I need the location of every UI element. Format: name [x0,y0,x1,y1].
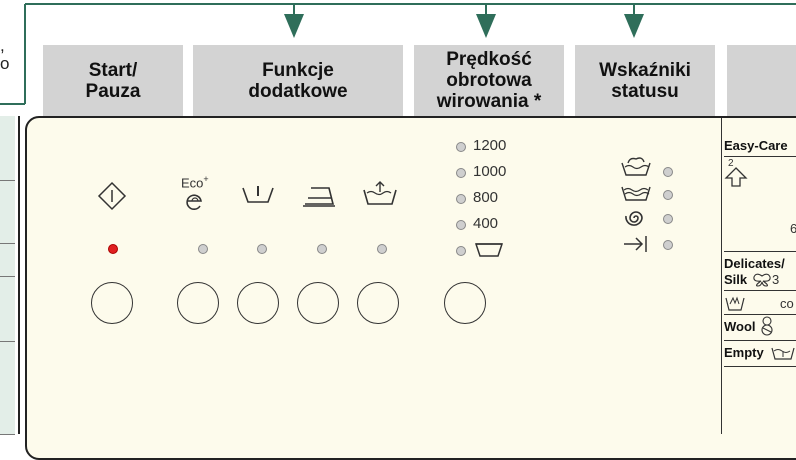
hanger-icon [724,167,748,187]
side-table [0,116,20,435]
divider [724,290,796,291]
eco-icon: Eco+ [181,174,209,190]
program-wool: Wool [724,319,756,334]
header-start-pause: Start/ Pauza [43,45,183,116]
easy-iron-button[interactable] [297,282,339,324]
speed-1200: 1200 [473,137,507,154]
side-cell [0,181,15,244]
program-co: co [780,296,794,311]
header-programs [727,45,796,116]
extra-rinse-icon [363,181,397,205]
eco-label: Eco [181,175,204,191]
header-status: Wskaźniki statusu [575,45,715,116]
divider [724,156,796,157]
handwash-icon [725,296,745,311]
speed-led-1200 [456,142,466,152]
divider [724,340,796,341]
speed-led-1000 [456,168,466,178]
side-cell [0,277,15,342]
program-silk: Silk [724,272,748,287]
left-fragment-line1: , [0,36,5,55]
speed-1000: 1000 [473,163,507,180]
left-fragment-line2: o [0,54,10,73]
silk-temp: 3 [772,272,780,287]
end-status-icon [624,236,647,252]
easy-care-number: 6 [790,221,796,236]
rinse-hold-button[interactable] [237,282,279,324]
no-spin-icon [474,243,504,257]
side-cell [0,116,15,181]
start-led [108,244,118,254]
spin-status-led [663,214,673,224]
rinse-hold-led [257,244,267,254]
eco-e-icon [186,194,202,210]
header-functions: Funkcje dodatkowe [193,45,403,116]
program-easy-care: Easy-Care [724,138,788,153]
wash-status-icon [621,157,651,176]
program-empty: Empty [724,345,764,360]
program-delicates: Delicates/ [724,256,785,271]
side-cell [0,244,15,277]
wool-skein-icon [761,316,773,336]
start-pause-icon [97,181,127,211]
rinse-status-icon [621,186,651,201]
easy-iron-led [317,244,327,254]
butterfly-icon [753,273,771,287]
speed-400: 400 [473,215,499,232]
control-panel [25,116,796,460]
header-spin-speed: Prędkość obrotowa wirowania * [414,45,564,116]
divider [724,251,796,252]
start-pause-button[interactable] [91,282,133,324]
rinse-hold-icon [242,186,274,203]
extra-rinse-button[interactable] [357,282,399,324]
divider [724,314,796,315]
left-fragment: , o [0,37,9,73]
eco-button[interactable] [177,282,219,324]
eco-sup: + [203,174,209,184]
speed-800: 800 [473,189,499,206]
drain-icon [771,347,795,360]
eco-led [198,244,208,254]
divider [724,366,796,367]
spin-speed-button[interactable] [444,282,486,324]
speed-led-800 [456,194,466,204]
wash-status-led [663,167,673,177]
easy-care-sup: 2 [728,158,734,169]
speed-led-400 [456,220,466,230]
extra-rinse-led [377,244,387,254]
rinse-status-led [663,190,673,200]
spin-status-icon [625,211,643,226]
speed-led-no-spin [456,246,466,256]
easy-iron-icon [303,187,335,207]
side-cell [0,342,15,435]
end-status-led [663,240,673,250]
program-panel: Easy-Care 2 6 Delicates/ Silk 3 co Wool … [721,118,796,434]
